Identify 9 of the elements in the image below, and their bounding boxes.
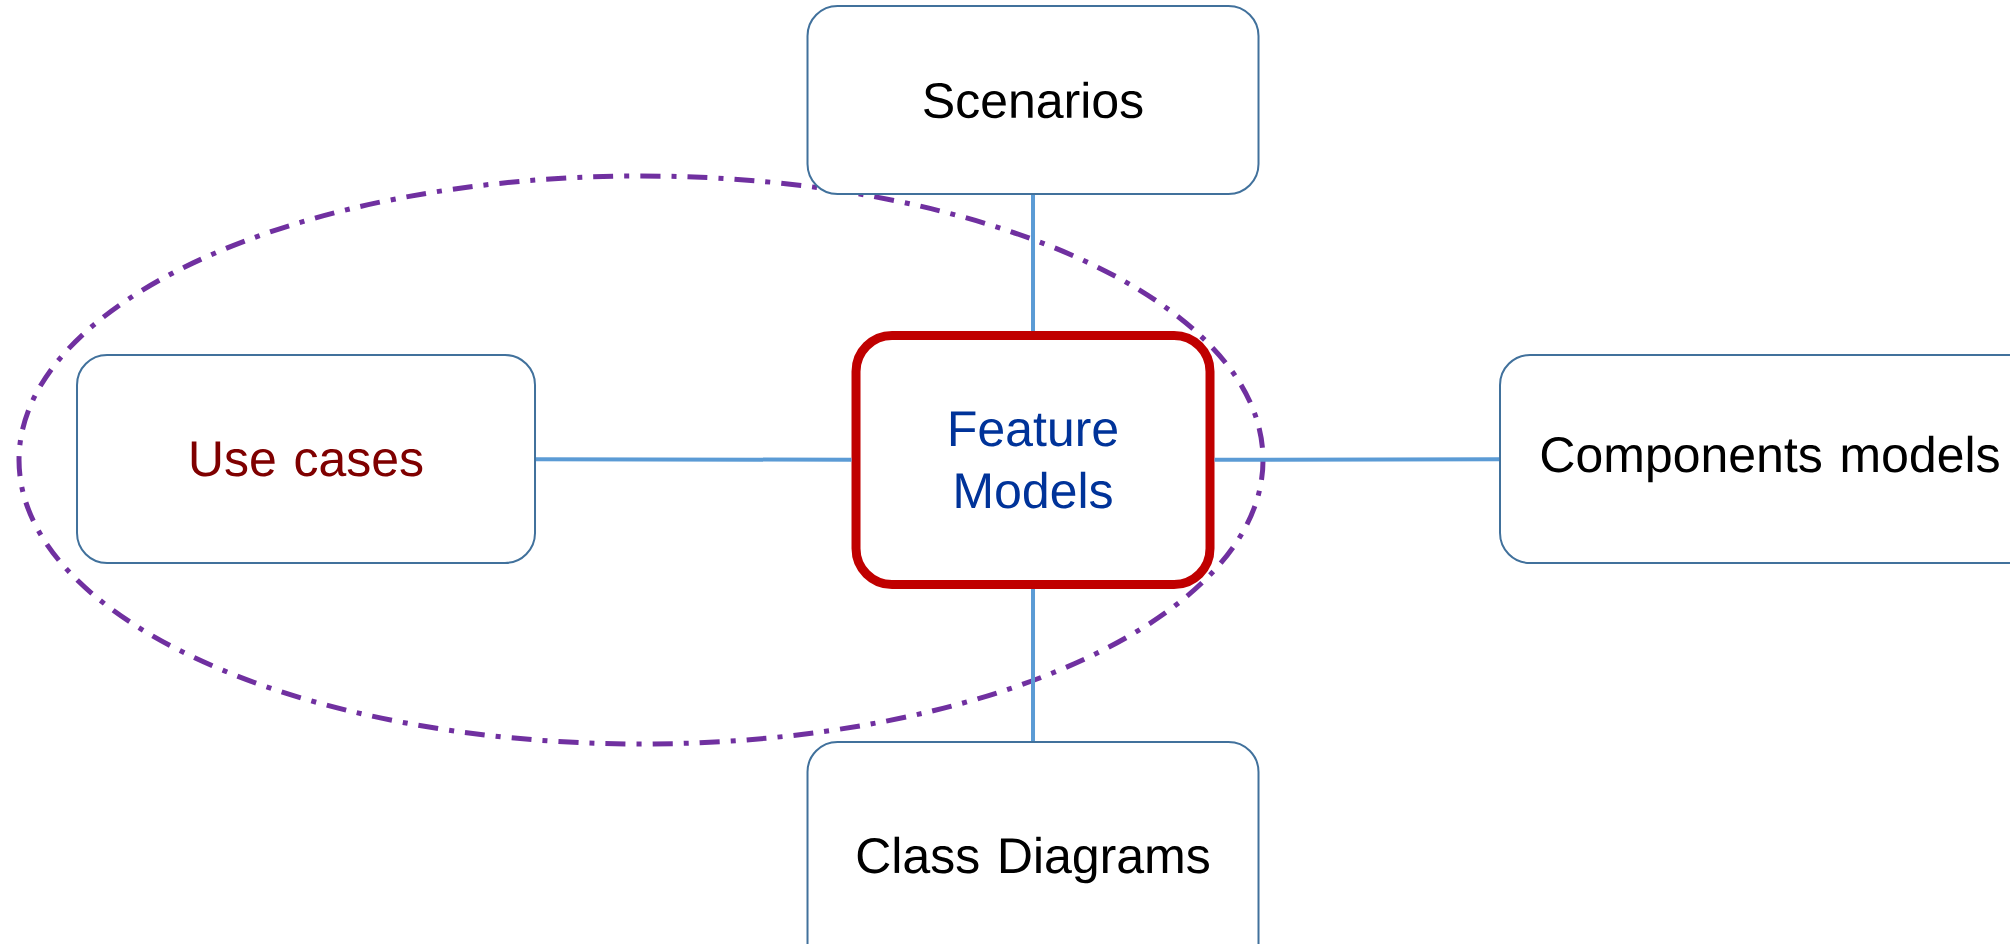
connector-line: [1031, 195, 1035, 331]
process-box: Use cases: [76, 354, 536, 564]
process-box: Class Diagrams: [806, 741, 1260, 944]
process-box: Components models: [1499, 354, 2010, 564]
connector-line: [536, 457, 852, 462]
connector-line: [1031, 589, 1035, 741]
connector-line: [1214, 457, 1499, 462]
process-box: Scenarios: [806, 5, 1260, 195]
central-box: Feature Models: [851, 331, 1215, 589]
